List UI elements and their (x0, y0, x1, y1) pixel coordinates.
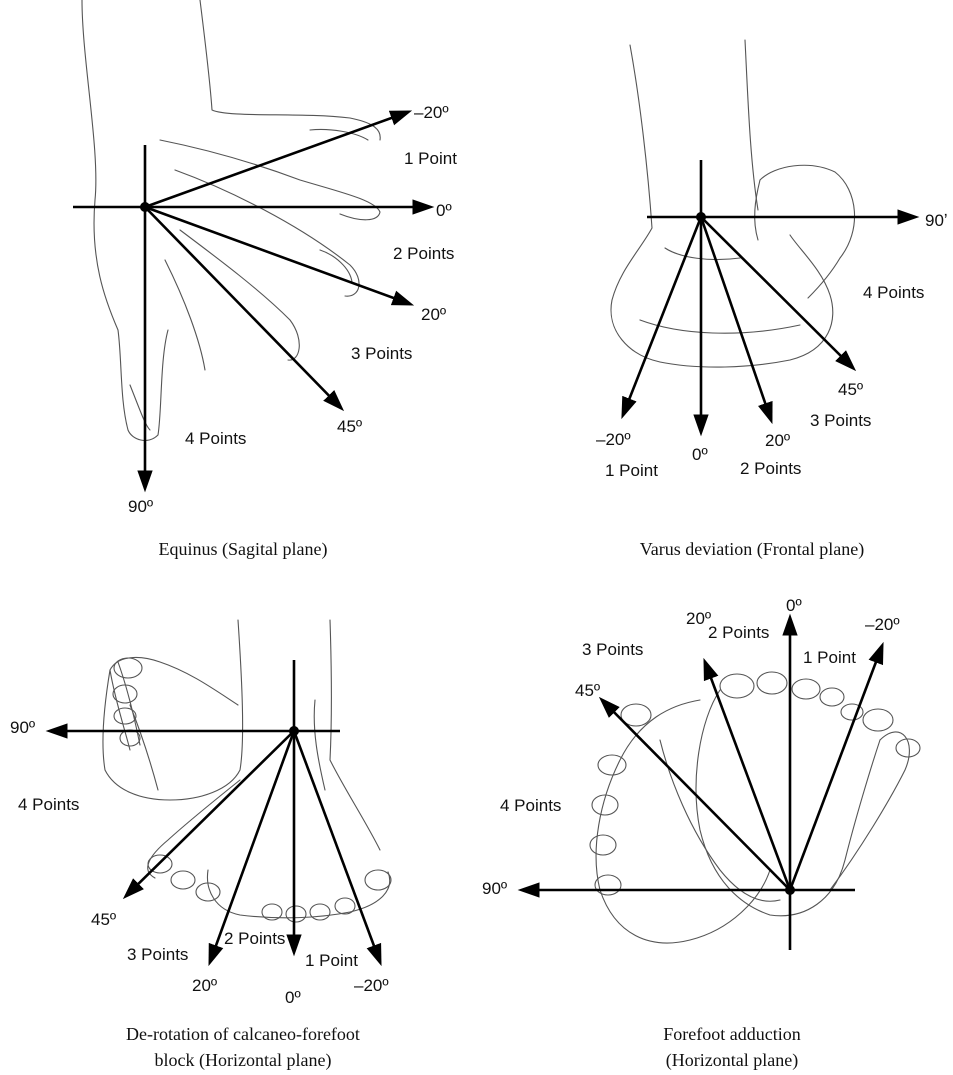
score-1: 1 Point (404, 149, 457, 168)
arrow-minus-20 (294, 731, 380, 962)
angle-minus-20: –20º (596, 430, 631, 449)
pivot-point (289, 726, 299, 736)
pivot-point (140, 202, 150, 212)
arrow-minus-20 (623, 217, 701, 415)
arrow-minus-20 (145, 112, 408, 207)
score-3: 3 Points (127, 945, 188, 964)
score-1: 1 Point (803, 648, 856, 667)
arrow-20 (145, 207, 410, 304)
pivot-point (696, 212, 706, 222)
score-4: 4 Points (863, 283, 924, 302)
panel-varus: 90ʼ 45º 20º 0º –20º 4 Points 3 Points 2 … (596, 40, 948, 560)
arrow-45 (701, 217, 853, 368)
angle-90: 90º (482, 879, 507, 898)
angle-0: 0º (692, 445, 708, 464)
foot-sketch-equinus (82, 0, 380, 440)
score-1: 1 Point (305, 951, 358, 970)
score-3: 3 Points (351, 344, 412, 363)
arrow-20 (701, 217, 771, 420)
score-2: 2 Points (393, 244, 454, 263)
foot-sketch-varus (611, 40, 855, 367)
caption-derotation-line2: block (Horizontal plane) (155, 1050, 332, 1071)
angle-0: 0º (436, 201, 452, 220)
score-2: 2 Points (708, 623, 769, 642)
caption-derotation-line1: De-rotation of calcaneo-forefoot (126, 1024, 360, 1044)
angle-45: 45º (337, 417, 362, 436)
caption-equinus: Equinus (Sagital plane) (159, 539, 328, 560)
score-3: 3 Points (810, 411, 871, 430)
angle-90: 90ʼ (925, 211, 948, 230)
angle-45: 45º (575, 681, 600, 700)
arrow-20 (210, 731, 294, 962)
score-4: 4 Points (500, 796, 561, 815)
caption-adduction-line2: (Horizontal plane) (666, 1050, 798, 1071)
score-1: 1 Point (605, 461, 658, 480)
angle-45: 45º (838, 380, 863, 399)
arrow-45 (126, 731, 294, 896)
panel-derotation: 90º 45º 20º 0º –20º 4 Points 3 Points 2 … (10, 620, 391, 1071)
score-4: 4 Points (185, 429, 246, 448)
axes-equinus (73, 112, 430, 488)
axes-adduction (522, 618, 882, 950)
panel-equinus: –20º 0º 20º 45º 90º 1 Point 2 Points 3 P… (73, 0, 457, 560)
foot-sketch-adduction (590, 672, 920, 943)
arrow-20 (705, 662, 790, 890)
pivot-point (785, 885, 795, 895)
angle-20: 20º (421, 305, 446, 324)
angle-45: 45º (91, 910, 116, 929)
angle-20: 20º (765, 431, 790, 450)
angle-minus-20: –20º (354, 976, 389, 995)
score-2: 2 Points (740, 459, 801, 478)
arrow-45 (602, 700, 790, 890)
angle-20: 20º (192, 976, 217, 995)
panel-adduction: 0º 20º –20º 45º 90º 3 Points 2 Points 1 … (482, 596, 920, 1071)
angle-90: 90º (10, 718, 35, 737)
score-3: 3 Points (582, 640, 643, 659)
angle-0: 0º (285, 988, 301, 1007)
angle-minus-20: –20º (414, 103, 449, 122)
caption-adduction-line1: Forefoot adduction (663, 1024, 800, 1044)
score-2: 2 Points (224, 929, 285, 948)
caption-varus: Varus deviation (Frontal plane) (640, 539, 864, 560)
arrow-minus-20 (790, 646, 882, 890)
angle-90: 90º (128, 497, 153, 516)
angle-minus-20: –20º (865, 615, 900, 634)
score-4: 4 Points (18, 795, 79, 814)
angle-0: 0º (786, 596, 802, 615)
